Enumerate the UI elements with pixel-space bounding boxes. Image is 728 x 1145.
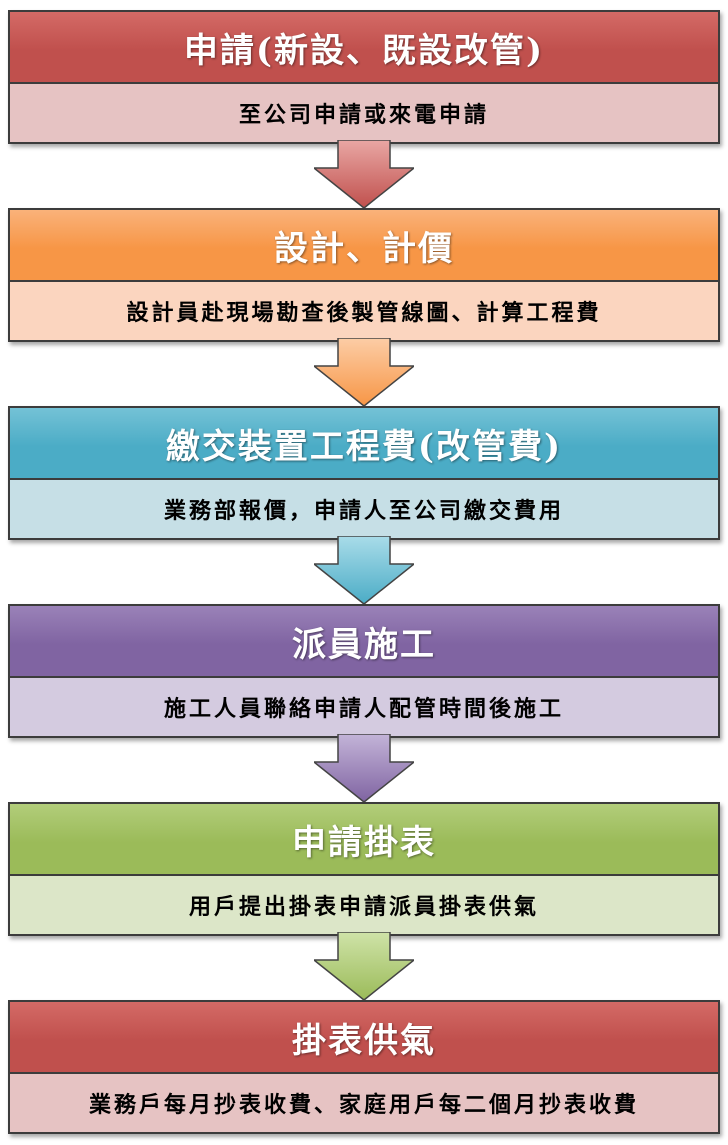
step-6-title: 掛表供氣 (10, 1002, 718, 1074)
step-6: 掛表供氣 業務戶每月抄表收費、家庭用戶每二個月抄表收費 (8, 1000, 720, 1134)
step-5-description: 用戶提出掛表申請派員掛表供氣 (10, 876, 718, 934)
step-2-title: 設計、計價 (10, 210, 718, 282)
step-2-description: 設計員赴現場勘查後製管線圖、計算工程費 (10, 282, 718, 340)
step-3-title: 繳交裝置工程費(改管費) (10, 408, 718, 480)
step-3: 繳交裝置工程費(改管費) 業務部報價，申請人至公司繳交費用 (8, 406, 720, 540)
step-1-description: 至公司申請或來電申請 (10, 84, 718, 142)
down-arrow-icon-1 (314, 140, 414, 209)
down-arrow-icon-5 (314, 932, 414, 1001)
step-1: 申請(新設、既設改管) 至公司申請或來電申請 (8, 10, 720, 144)
step-1-title: 申請(新設、既設改管) (10, 12, 718, 84)
down-arrow-icon-2 (314, 338, 414, 407)
step-4-title: 派員施工 (10, 606, 718, 678)
step-5: 申請掛表 用戶提出掛表申請派員掛表供氣 (8, 802, 720, 936)
step-5-title: 申請掛表 (10, 804, 718, 876)
step-4-description: 施工人員聯絡申請人配管時間後施工 (10, 678, 718, 736)
step-2: 設計、計價 設計員赴現場勘查後製管線圖、計算工程費 (8, 208, 720, 342)
step-4: 派員施工 施工人員聯絡申請人配管時間後施工 (8, 604, 720, 738)
step-6-description: 業務戶每月抄表收費、家庭用戶每二個月抄表收費 (10, 1074, 718, 1132)
down-arrow-icon-4 (314, 734, 414, 803)
down-arrow-icon-3 (314, 536, 414, 605)
step-3-description: 業務部報價，申請人至公司繳交費用 (10, 480, 718, 538)
